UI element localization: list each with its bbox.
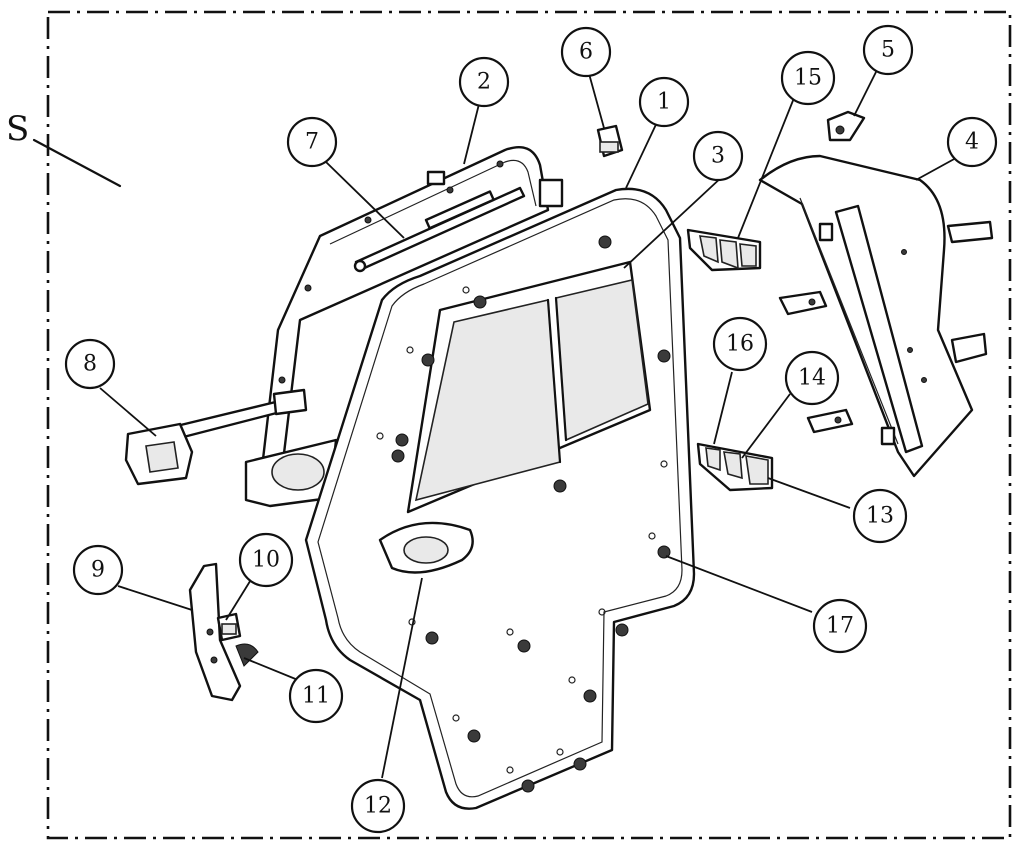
svg-text:17: 17	[826, 614, 854, 639]
main-door-panel	[304, 187, 696, 810]
section-leader	[32, 138, 122, 188]
svg-text:10: 10	[252, 548, 280, 573]
svg-text:6: 6	[579, 40, 593, 65]
svg-text:12: 12	[364, 794, 392, 819]
svg-text:14: 14	[798, 366, 826, 391]
vertical-bracket	[188, 562, 242, 702]
dash-dot-frame	[46, 10, 1012, 840]
callout-2: 2	[458, 56, 510, 108]
svg-text:4: 4	[965, 130, 979, 155]
callout-17: 17	[812, 598, 868, 654]
callout-12: 12	[350, 778, 406, 834]
latch-part-11	[235, 643, 259, 667]
svg-text:3: 3	[711, 144, 725, 169]
gas-strut	[353, 186, 526, 273]
svg-text:9: 9	[91, 558, 105, 583]
svg-text:16: 16	[726, 332, 754, 357]
callout-6: 6	[560, 26, 612, 78]
callout-3: 3	[692, 130, 744, 182]
section-label: S	[6, 109, 29, 149]
callout-14: 14	[784, 350, 840, 406]
loose-clips	[778, 290, 854, 434]
svg-text:1: 1	[657, 90, 671, 115]
callout-9: 9	[72, 544, 124, 596]
hinge-latch-assembly	[124, 388, 308, 486]
leader-lines	[99, 63, 957, 779]
callout-16: 16	[712, 316, 768, 372]
callout-13: 13	[852, 488, 908, 544]
callout-11: 11	[288, 668, 344, 724]
callout-10: 10	[238, 532, 294, 588]
inner-door-frame	[244, 145, 564, 508]
outer-side-panel	[758, 154, 994, 478]
latch-part-10	[216, 612, 242, 642]
callout-15: 15	[780, 50, 836, 106]
clip-set-13	[696, 442, 774, 492]
small-clip	[596, 124, 624, 158]
svg-text:5: 5	[881, 38, 895, 63]
svg-text:8: 8	[83, 352, 97, 377]
svg-text:2: 2	[477, 70, 491, 95]
callout-1: 1	[638, 76, 690, 128]
svg-text:13: 13	[866, 504, 894, 529]
callout-7: 7	[286, 116, 338, 168]
svg-text:7: 7	[305, 130, 319, 155]
callout-5: 5	[862, 24, 914, 76]
mount-bracket-5	[826, 110, 866, 142]
svg-text:15: 15	[794, 66, 822, 91]
callout-4: 4	[946, 116, 998, 168]
svg-text:11: 11	[302, 684, 330, 709]
clip-set-15	[686, 228, 762, 272]
callout-8: 8	[64, 338, 116, 390]
